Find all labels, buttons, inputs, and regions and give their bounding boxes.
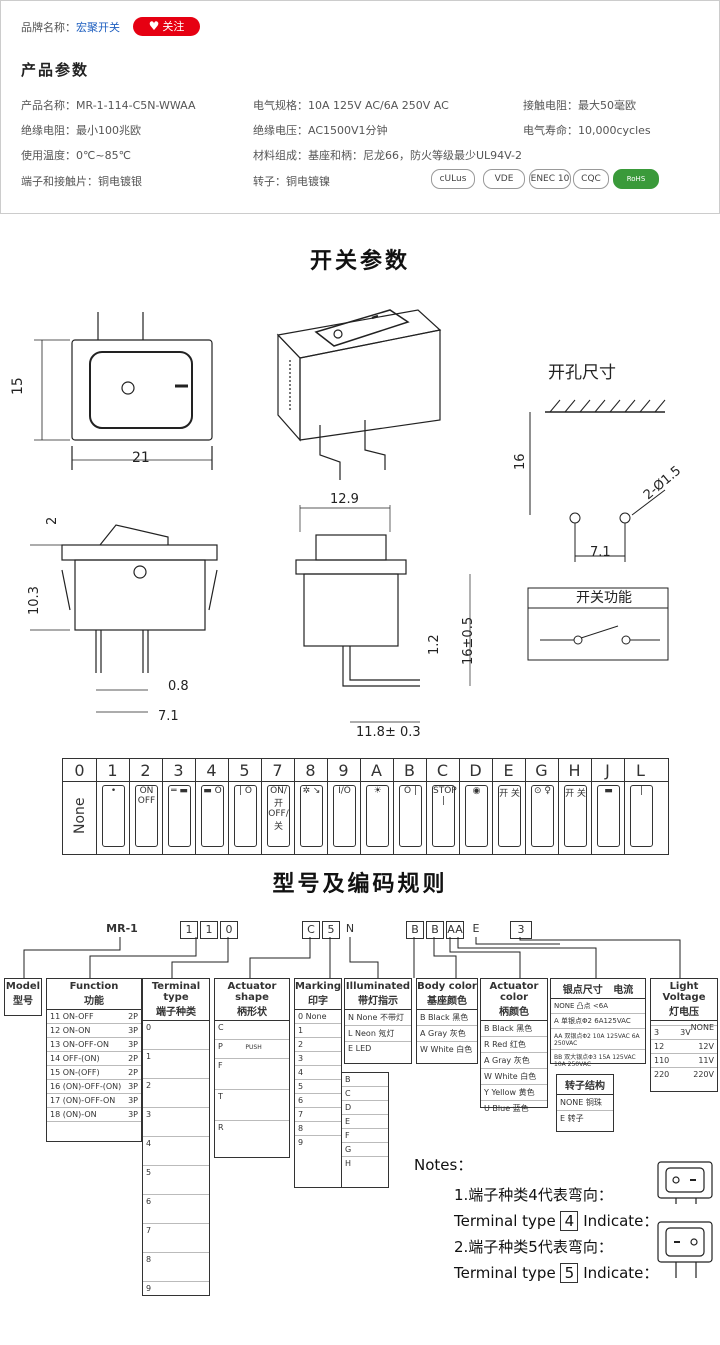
svg-text:1.2: 1.2 bbox=[427, 634, 442, 655]
follow-button[interactable]: ♥关注 bbox=[133, 17, 200, 36]
rohs-cert-icon: RoHS Compliant bbox=[613, 169, 659, 201]
param-life: 电气寿命：10,000cycles bbox=[523, 124, 651, 137]
note-switch-icons bbox=[657, 1161, 713, 1278]
code-mr1: MR-1 bbox=[106, 922, 138, 935]
code-c: C bbox=[302, 921, 320, 939]
param-rotor: 转子：铜电镀镍 bbox=[253, 175, 330, 188]
svg-text:11.8± 0.3: 11.8± 0.3 bbox=[356, 725, 421, 740]
params-title: 产品参数 bbox=[21, 61, 90, 79]
svg-text:10.3: 10.3 bbox=[27, 586, 42, 615]
marking-col-0: 0 None bbox=[63, 759, 97, 854]
marking-col-3: 3═ ▬ bbox=[162, 759, 196, 854]
hole-title: 开孔尺寸 bbox=[548, 363, 616, 383]
marking-col-a: A☀ bbox=[360, 759, 394, 854]
param-spec: 电气规格：10A 125V AC/6A 250V AC bbox=[253, 99, 449, 112]
rotor-box: 转子结构 NONE 铜珠 E 转子 bbox=[556, 1074, 614, 1132]
svg-text:16: 16 bbox=[513, 453, 528, 470]
param-name: 产品名称：MR-1-114-C5N-WWAA bbox=[21, 99, 196, 112]
vde-cert-icon: VDE bbox=[483, 169, 525, 189]
code-5: 5 bbox=[322, 921, 340, 939]
marking-box-2: B C D E F G H bbox=[342, 1072, 389, 1188]
code-3: 3 bbox=[510, 921, 532, 939]
brand: 品牌名称：宏聚开关 bbox=[21, 21, 120, 34]
svg-text:7.1: 7.1 bbox=[590, 545, 611, 560]
code-1a: 1 bbox=[180, 921, 198, 939]
marking-col-g: G⊙ ♀ bbox=[525, 759, 559, 854]
marking-col-j: J▬ bbox=[591, 759, 625, 854]
heart-icon: ♥ bbox=[148, 19, 160, 33]
code-b2: B bbox=[426, 921, 444, 939]
marking-col-1: 1• bbox=[96, 759, 130, 854]
cul-cert-icon: cULus bbox=[431, 169, 475, 189]
note-1-en: Terminal type 4 Indicate： bbox=[454, 1211, 659, 1231]
param-insul-volt: 绝缘电压：AC1500V1分钟 bbox=[253, 124, 388, 137]
note-1: 1.端子种类4代表弯向： bbox=[454, 1186, 613, 1204]
marking-col-4: 4▬ O bbox=[195, 759, 229, 854]
function-row: 16 (ON)-OFF-(ON)3P bbox=[47, 1080, 141, 1094]
brand-name[interactable]: 宏聚开关 bbox=[76, 21, 120, 34]
code-connectors bbox=[23, 937, 681, 978]
code-n: N bbox=[345, 922, 355, 935]
svg-text:2-Ø1.5: 2-Ø1.5 bbox=[641, 463, 684, 503]
marking-col-8: 8✲ ↘ bbox=[294, 759, 328, 854]
function-row: 15 ON-(OFF)2P bbox=[47, 1066, 141, 1080]
svg-text:15: 15 bbox=[10, 377, 26, 395]
enec-cert-icon: ENEC 10 bbox=[529, 169, 571, 189]
contact-box: 银点尺寸 电流 NONE 凸点 <6A A 单银点Φ2 6A125VAC AA … bbox=[550, 978, 646, 1068]
code-e: E bbox=[472, 922, 480, 935]
param-contact-res: 接触电阻：最大50毫欧 bbox=[523, 99, 636, 112]
svg-text:2: 2 bbox=[45, 517, 60, 525]
param-material: 材料组成：基座和柄：尼龙66，防火等级最少UL94V-2 bbox=[253, 149, 523, 162]
code-a2: A bbox=[455, 921, 464, 939]
code-1b: 1 bbox=[200, 921, 218, 939]
model-box: Model 型号 bbox=[4, 978, 42, 1016]
param-temp: 使用温度：0℃~85℃ bbox=[21, 149, 131, 162]
switch-drawings: 15 21 开孔尺寸 16 2-Ø1.5 7.1 2 10.3 0 bbox=[10, 309, 684, 740]
svg-text:21: 21 bbox=[132, 450, 150, 466]
marking-col-d: D◉ bbox=[459, 759, 493, 854]
param-terminal: 端子和接触片：铜电镀银 bbox=[21, 175, 142, 188]
switch-params-title: 开关参数 bbox=[309, 249, 410, 274]
marking-col-l: L| bbox=[624, 759, 668, 854]
param-insul-res: 绝缘电阻：最小100兆欧 bbox=[21, 124, 141, 137]
product-header: 品牌名称：宏聚开关 ♥关注 产品参数 产品名称：MR-1-114-C5N-WWA… bbox=[0, 0, 720, 214]
code-b1: B bbox=[406, 921, 424, 939]
svg-text:16±0.5: 16±0.5 bbox=[461, 617, 476, 665]
svg-text:7.1: 7.1 bbox=[158, 709, 179, 724]
svg-text:开关功能: 开关功能 bbox=[576, 590, 632, 606]
svg-text:0.8: 0.8 bbox=[168, 679, 189, 694]
code-0: 0 bbox=[220, 921, 238, 939]
note-2-en: Terminal type 5 Indicate： bbox=[454, 1263, 659, 1283]
marking-col-5: 5| O bbox=[228, 759, 262, 854]
notes-title: Notes： bbox=[414, 1156, 473, 1174]
note-2: 2.端子种类5代表弯向： bbox=[454, 1238, 613, 1256]
svg-text:12.9: 12.9 bbox=[330, 492, 359, 507]
coding-title: 型号及编码规则 bbox=[272, 872, 448, 897]
function-row: 14 OFF-(ON)2P bbox=[47, 1052, 141, 1066]
cqc-cert-icon: CQC bbox=[573, 169, 609, 189]
